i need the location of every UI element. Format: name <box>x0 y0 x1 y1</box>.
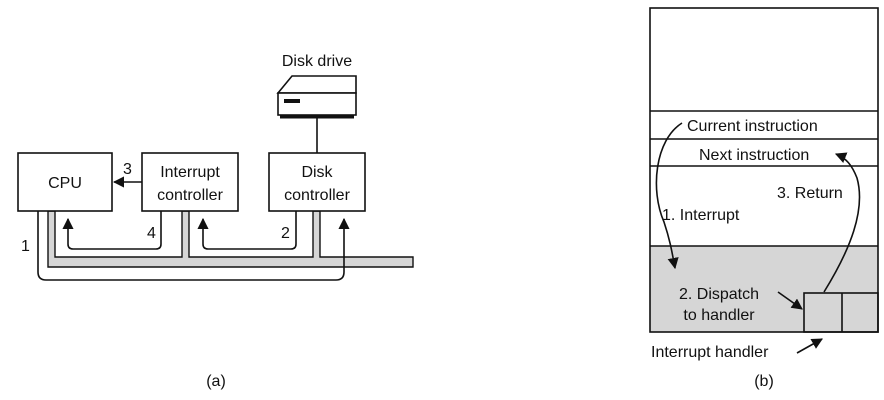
disk-drive-label: Disk drive <box>282 53 352 70</box>
bus <box>47 210 414 268</box>
return-label: 3. Return <box>777 185 843 202</box>
diagram-b: Current instruction Next instruction 1. … <box>649 7 879 390</box>
interrupt-controller-label-2: controller <box>157 187 223 204</box>
interrupt-controller-box <box>141 152 239 212</box>
cpu-label: CPU <box>48 175 82 192</box>
diagram-a: Disk drive CPU Interrupt controller Disk… <box>17 53 414 390</box>
caption-a: (a) <box>206 373 226 390</box>
interrupt-controller-label-1: Interrupt <box>160 164 220 181</box>
step-1-label: 1 <box>21 238 30 255</box>
next-instruction-label: Next instruction <box>699 147 809 164</box>
arrow-step-2 <box>197 211 297 250</box>
memory-column <box>649 7 879 333</box>
interrupt-handler-box <box>803 292 879 333</box>
current-instruction-label: Current instruction <box>687 118 818 135</box>
arrow-interrupt <box>655 122 683 270</box>
dispatch-label-1: 2. Dispatch <box>679 286 759 303</box>
disk-controller-box <box>268 152 366 212</box>
interrupt-label: 1. Interrupt <box>662 207 740 224</box>
interrupt-handler-label: Interrupt handler <box>651 344 769 361</box>
disk-controller-label-1: Disk <box>301 164 333 181</box>
step-3-label: 3 <box>123 161 132 178</box>
arrow-dispatch <box>777 291 803 310</box>
cpu-box <box>17 152 113 212</box>
disk-drive-icon <box>276 75 357 119</box>
arrow-step-1 <box>37 211 350 281</box>
arrow-return <box>823 152 861 293</box>
caption-b: (b) <box>754 373 774 390</box>
disk-controller-label-2: controller <box>284 187 350 204</box>
step-4-label: 4 <box>147 225 156 242</box>
handler-region <box>650 246 878 332</box>
arrow-handler-pointer <box>796 338 823 354</box>
dispatch-label-2: to handler <box>683 307 755 324</box>
step-2-label: 2 <box>281 225 290 242</box>
arrow-step-4 <box>62 211 162 250</box>
